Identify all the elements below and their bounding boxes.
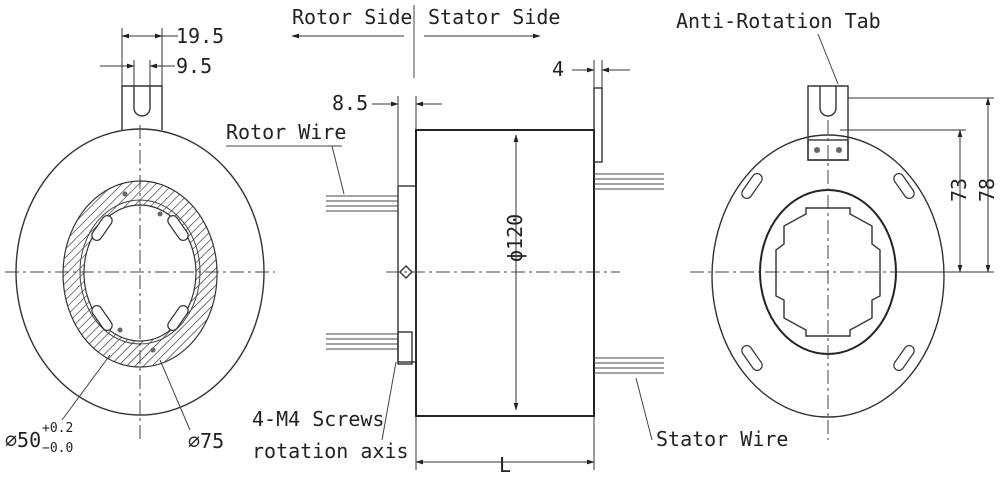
rotation-axis-label: rotation axis — [252, 439, 409, 463]
stator-wire-label: Stator Wire — [656, 427, 788, 451]
dim-73: 73 — [947, 178, 971, 202]
dim-8-5: 8.5 — [332, 91, 368, 115]
dim-phi50-upper-tol: +0.2 — [42, 421, 73, 436]
rotor-wire-label: Rotor Wire — [226, 120, 346, 144]
left-tab — [121, 85, 163, 130]
right-view: 73 78 Anti-Rotation Tab — [676, 9, 999, 440]
rotor-wires-top — [326, 195, 398, 212]
dim-78: 78 — [975, 178, 999, 202]
right-slots — [741, 173, 915, 371]
dim-4: 4 — [552, 57, 564, 81]
screws-label: 4-M4 Screws — [252, 407, 384, 431]
right-outer-circle — [711, 134, 945, 418]
stator-tab-plate — [593, 87, 603, 163]
stator-wires-bottom — [594, 357, 664, 374]
dim-phi50: ⌀50 — [5, 428, 41, 452]
stator-side-label: Stator Side — [428, 5, 560, 29]
dim-19-5: 19.5 — [176, 24, 224, 48]
dim-9-5: 9.5 — [176, 54, 212, 78]
dim-phi75: ⌀75 — [188, 429, 224, 453]
rotor-flange — [397, 185, 417, 363]
dim-L: L — [499, 453, 511, 477]
dim-phi120: ϕ120 — [503, 214, 527, 262]
stator-wires-top — [594, 173, 664, 190]
anti-rotation-tab-label: Anti-Rotation Tab — [676, 9, 881, 33]
rotor-wires-bottom — [326, 333, 398, 350]
left-slots — [91, 215, 189, 331]
middle-view: Rotor Side Stator Side — [226, 5, 788, 477]
left-view: 19.5 9.5 ⌀50 +0.2 −0.0 ⌀75 — [5, 24, 275, 456]
dim-phi50-lower-tol: −0.0 — [42, 441, 73, 456]
housing-body — [415, 129, 595, 417]
right-bore-notched — [775, 207, 881, 337]
rotor-side-label: Rotor Side — [292, 5, 412, 29]
